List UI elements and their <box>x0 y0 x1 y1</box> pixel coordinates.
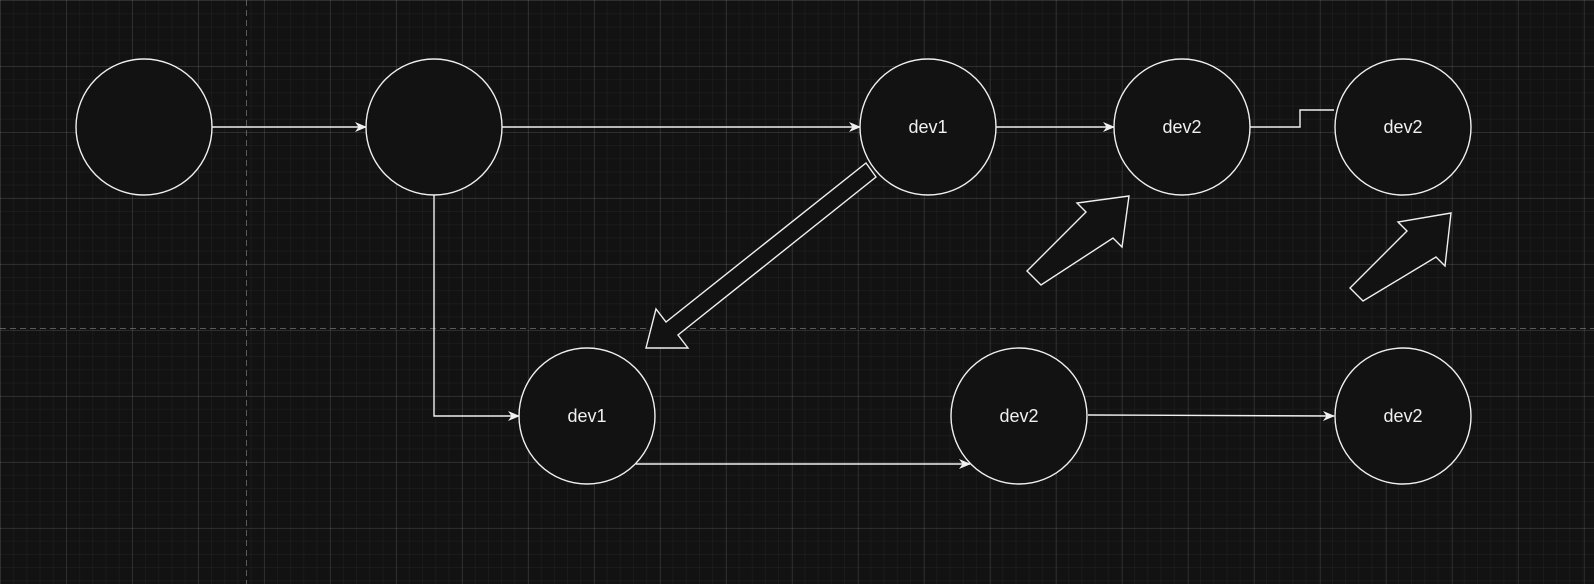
node-dev1-top[interactable]: dev1 <box>859 58 997 196</box>
block-arrow-down-left[interactable] <box>645 161 877 349</box>
node-dev1-bottom[interactable]: dev1 <box>518 347 656 485</box>
node-label: dev2 <box>1383 406 1422 426</box>
node-label: dev1 <box>908 117 947 137</box>
edge-n2-n6[interactable] <box>433 195 520 421</box>
edge-n7-n8[interactable] <box>1087 410 1335 421</box>
node-start[interactable] <box>75 58 213 196</box>
edge-n4-n5[interactable] <box>1250 109 1334 128</box>
block-arrow-up-right-1[interactable] <box>1026 195 1130 286</box>
node-branch[interactable] <box>365 58 503 196</box>
node-label: dev1 <box>567 406 606 426</box>
node-dev2-top-b[interactable]: dev2 <box>1334 58 1472 196</box>
node-label: dev2 <box>1383 117 1422 137</box>
node-dev2-bottom-a[interactable]: dev2 <box>950 347 1088 485</box>
node-label: dev2 <box>1162 117 1201 137</box>
node-dev2-top-a[interactable]: dev2 <box>1113 58 1251 196</box>
block-arrow-up-right-2[interactable] <box>1349 212 1452 302</box>
node-dev2-bottom-b[interactable]: dev2 <box>1334 347 1472 485</box>
node-label: dev2 <box>999 406 1038 426</box>
